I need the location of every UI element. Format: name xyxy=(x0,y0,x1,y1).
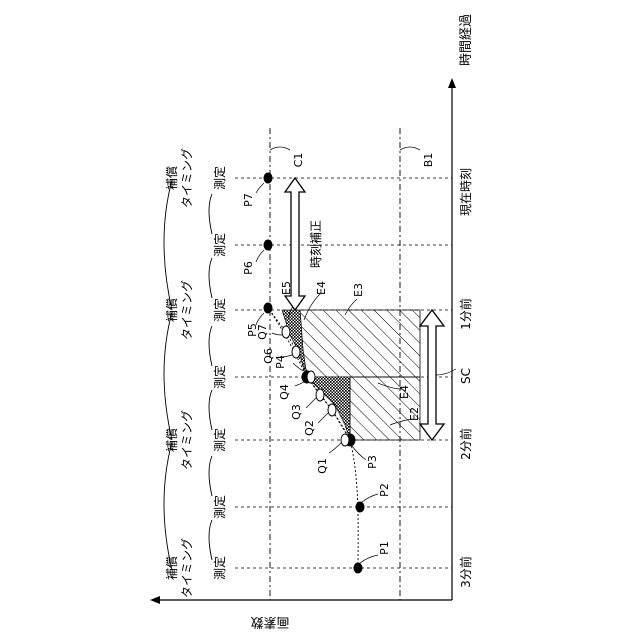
measure-label-4: 測定 xyxy=(212,365,227,389)
timing-label-2: 補償タイミング xyxy=(165,280,194,340)
timing-label-line: タイミング xyxy=(180,280,194,340)
point-label-q2: Q2 xyxy=(303,420,316,436)
region-label-e4-lower: E4 xyxy=(398,385,411,399)
timing-label-line: 補償 xyxy=(165,298,179,322)
region-e3 xyxy=(300,310,420,377)
measure-brackets xyxy=(209,194,212,560)
c1-leader xyxy=(270,147,290,150)
value-axis-arrowhead xyxy=(150,596,160,604)
time-label-now: 現在時刻 xyxy=(459,168,473,216)
timing-brackets xyxy=(164,180,172,570)
point-label-p2: P2 xyxy=(378,483,391,497)
time-label-1min: 1分前 xyxy=(458,298,473,330)
time-label-3min: 3分前 xyxy=(458,556,473,588)
timing-label-line: 補償 xyxy=(165,428,179,452)
region-label-e3: E3 xyxy=(352,283,365,297)
point-label-q1: Q1 xyxy=(316,458,329,474)
point-label-q7: Q7 xyxy=(256,324,269,340)
point-label-q6: Q6 xyxy=(262,348,275,364)
measure-label-6: 測定 xyxy=(212,495,227,519)
point-label-p3: P3 xyxy=(366,455,379,469)
timing-label-line: タイミング xyxy=(180,148,194,208)
point-label-p1: P1 xyxy=(378,541,391,555)
measure-label-7: 測定 xyxy=(212,556,227,580)
time-label-2min: 2分前 xyxy=(458,428,473,460)
timing-label-line: 補償 xyxy=(165,556,179,580)
timing-label-4: 補償タイミング xyxy=(165,538,194,598)
region-label-e4-upper: E4 xyxy=(315,281,328,295)
timing-label-line: タイミング xyxy=(180,538,194,598)
measure-label-1: 測定 xyxy=(212,166,227,190)
b1-leader xyxy=(400,147,420,150)
time-axis-arrowhead xyxy=(448,78,456,88)
timing-label-3: 補償タイミング xyxy=(165,410,194,470)
timing-label-line: タイミング xyxy=(180,410,194,470)
point-label-p6: P6 xyxy=(242,261,255,275)
timing-labels: 補償タイミング補償タイミング補償タイミング補償タイミング xyxy=(165,148,194,598)
b1-label: B1 xyxy=(422,153,435,168)
measure-label-2: 測定 xyxy=(212,233,227,257)
point-label-p7: P7 xyxy=(242,193,255,207)
point-label-q3: Q3 xyxy=(290,404,303,420)
span-label-sc: SC xyxy=(459,368,473,384)
timing-label-1: 補償タイミング xyxy=(165,148,194,208)
correction-label: 時刻補正 xyxy=(309,220,323,268)
c1-label: C1 xyxy=(292,153,305,168)
measure-labels: 測定測定測定測定測定測定測定 xyxy=(212,166,227,580)
measure-label-5: 測定 xyxy=(212,428,227,452)
value-axis-label: 画素数 xyxy=(250,614,289,629)
measure-label-3: 測定 xyxy=(212,298,227,322)
timing-label-line: 補償 xyxy=(165,166,179,190)
region-label-e2: E2 xyxy=(408,407,421,421)
sc-leader xyxy=(436,369,456,375)
point-label-q4: Q4 xyxy=(278,384,291,400)
time-axis-label: 時間経過 xyxy=(459,14,474,66)
